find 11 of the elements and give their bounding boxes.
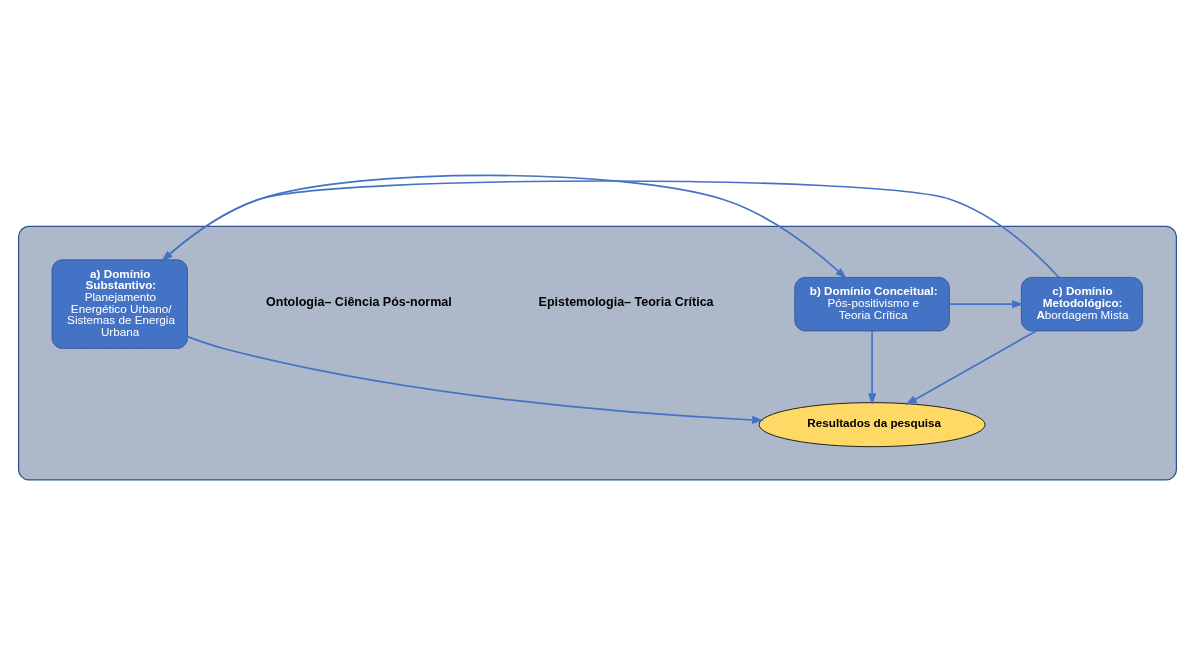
arrow bbox=[186, 335, 764, 425]
node-box: a) Domínio Substantivo: Planejamento Energético Urbano/ Sistemas de Energia Urbana bbox=[51, 259, 188, 349]
node-box: b) Domínio Conceitual: Pós-positivismo e Teoria Crítica bbox=[794, 276, 950, 332]
node-box: c) Domínio Metodológico: Abordagem Mista bbox=[1020, 276, 1143, 332]
label: Ontologia– Ciência Pós-normal bbox=[266, 295, 452, 310]
cluster bbox=[17, 225, 1178, 481]
label: Epistemologia– Teoria Crítica bbox=[538, 295, 714, 310]
node-ellipse: Resultados da pesquisa bbox=[758, 402, 986, 448]
arrow bbox=[905, 330, 1037, 406]
arrow bbox=[948, 300, 1024, 309]
arrow bbox=[868, 330, 877, 406]
